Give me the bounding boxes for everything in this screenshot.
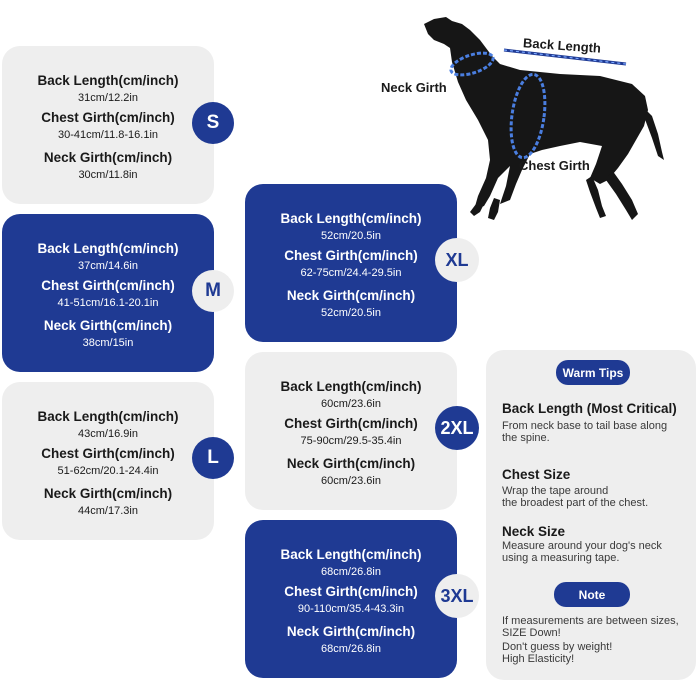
- chest-girth-label: Chest Girth(cm/inch): [41, 110, 175, 125]
- size-card-m: Back Length(cm/inch) 37cm/14.6in Chest G…: [2, 214, 214, 372]
- neck-girth-value: 44cm/17.3in: [78, 505, 138, 517]
- size-card-3xl: Back Length(cm/inch) 68cm/26.8in Chest G…: [245, 520, 457, 678]
- back-length-label: Back Length(cm/inch): [280, 211, 422, 226]
- neck-size-tip-line-2: using a measuring tape.: [502, 552, 620, 564]
- back-length-label: Back Length(cm/inch): [37, 409, 179, 424]
- chest-girth-tape: [509, 72, 547, 160]
- back-length-value: 60cm/23.6in: [321, 398, 381, 410]
- neck-girth-value: 60cm/23.6in: [321, 475, 381, 487]
- note-line-3: Don't guess by weight!: [502, 641, 613, 653]
- chest-girth-value: 30-41cm/11.8-16.1in: [57, 129, 159, 141]
- back-length-value: 31cm/12.2in: [78, 92, 138, 104]
- neck-girth-tape: [449, 51, 495, 77]
- size-badge-xl: XL: [435, 238, 479, 282]
- back-length-label: Back Length(cm/inch): [280, 379, 422, 394]
- size-card-s: Back Length(cm/inch) 31cm/12.2in Chest G…: [2, 46, 214, 204]
- diagram-neck-girth-label: Neck Girth: [381, 80, 447, 95]
- neck-girth-label: Neck Girth(cm/inch): [43, 318, 173, 333]
- size-badge-3xl: 3XL: [435, 574, 479, 618]
- back-length-tip-title: Back Length (Most Critical): [502, 401, 677, 416]
- size-badge-2xl: 2XL: [435, 406, 479, 450]
- back-length-value: 52cm/20.5in: [321, 230, 381, 242]
- back-length-value: 37cm/14.6in: [78, 260, 138, 272]
- chest-size-tip-line-2: the broadest part of the chest.: [502, 497, 649, 509]
- warm-tips-header: Warm Tips: [556, 360, 630, 385]
- size-badge-s: S: [192, 102, 234, 144]
- back-length-tip-line-1: From neck base to tail base along: [502, 420, 668, 432]
- chest-girth-label: Chest Girth(cm/inch): [41, 446, 175, 461]
- size-badge-m: M: [192, 270, 234, 312]
- chest-girth-label: Chest Girth(cm/inch): [284, 584, 418, 599]
- neck-girth-value: 68cm/26.8in: [321, 643, 381, 655]
- chest-size-tip-title: Chest Size: [502, 467, 571, 482]
- chest-girth-value: 41-51cm/16.1-20.1in: [57, 297, 159, 309]
- back-length-tip-line-2: the spine.: [502, 432, 550, 444]
- back-length-label: Back Length(cm/inch): [37, 73, 179, 88]
- chest-girth-label: Chest Girth(cm/inch): [284, 248, 418, 263]
- dog-silhouette: [424, 17, 664, 220]
- chest-girth-value: 51-62cm/20.1-24.4in: [57, 465, 159, 477]
- neck-size-tip-title: Neck Size: [502, 524, 566, 539]
- back-length-label: Back Length(cm/inch): [37, 241, 179, 256]
- note-line-1: If measurements are between sizes,: [502, 615, 679, 627]
- neck-girth-value: 38cm/15in: [82, 337, 134, 349]
- dog-measurement-diagram: [424, 17, 664, 220]
- back-length-label: Back Length(cm/inch): [280, 547, 422, 562]
- neck-girth-label: Neck Girth(cm/inch): [286, 288, 416, 303]
- neck-girth-label: Neck Girth(cm/inch): [286, 624, 416, 639]
- warm-tips-panel: Warm Tips Back Length (Most Critical) Fr…: [486, 350, 696, 680]
- neck-size-tip-line-1: Measure around your dog's neck: [502, 540, 662, 552]
- size-badge-l: L: [192, 437, 234, 479]
- chest-girth-value: 62-75cm/24.4-29.5in: [300, 267, 402, 279]
- back-length-value: 68cm/26.8in: [321, 566, 381, 578]
- neck-girth-label: Neck Girth(cm/inch): [43, 486, 173, 501]
- chest-girth-value: 90-110cm/35.4-43.3in: [297, 603, 405, 615]
- size-card-2xl: Back Length(cm/inch) 60cm/23.6in Chest G…: [245, 352, 457, 510]
- neck-girth-label: Neck Girth(cm/inch): [286, 456, 416, 471]
- chest-size-tip-line-1: Wrap the tape around: [502, 485, 609, 497]
- note-header: Note: [554, 582, 630, 607]
- size-card-xl: Back Length(cm/inch) 52cm/20.5in Chest G…: [245, 184, 457, 342]
- note-line-4: High Elasticity!: [502, 653, 575, 665]
- back-length-value: 43cm/16.9in: [78, 428, 138, 440]
- note-line-2: SIZE Down!: [502, 627, 561, 639]
- chest-girth-label: Chest Girth(cm/inch): [284, 416, 418, 431]
- chest-girth-value: 75-90cm/29.5-35.4in: [300, 435, 402, 447]
- size-card-l: Back Length(cm/inch) 43cm/16.9in Chest G…: [2, 382, 214, 540]
- neck-girth-label: Neck Girth(cm/inch): [43, 150, 173, 165]
- chest-girth-label: Chest Girth(cm/inch): [41, 278, 175, 293]
- neck-girth-value: 30cm/11.8in: [78, 169, 138, 181]
- neck-girth-value: 52cm/20.5in: [321, 307, 381, 319]
- diagram-chest-girth-label: Chest Girth: [519, 158, 590, 173]
